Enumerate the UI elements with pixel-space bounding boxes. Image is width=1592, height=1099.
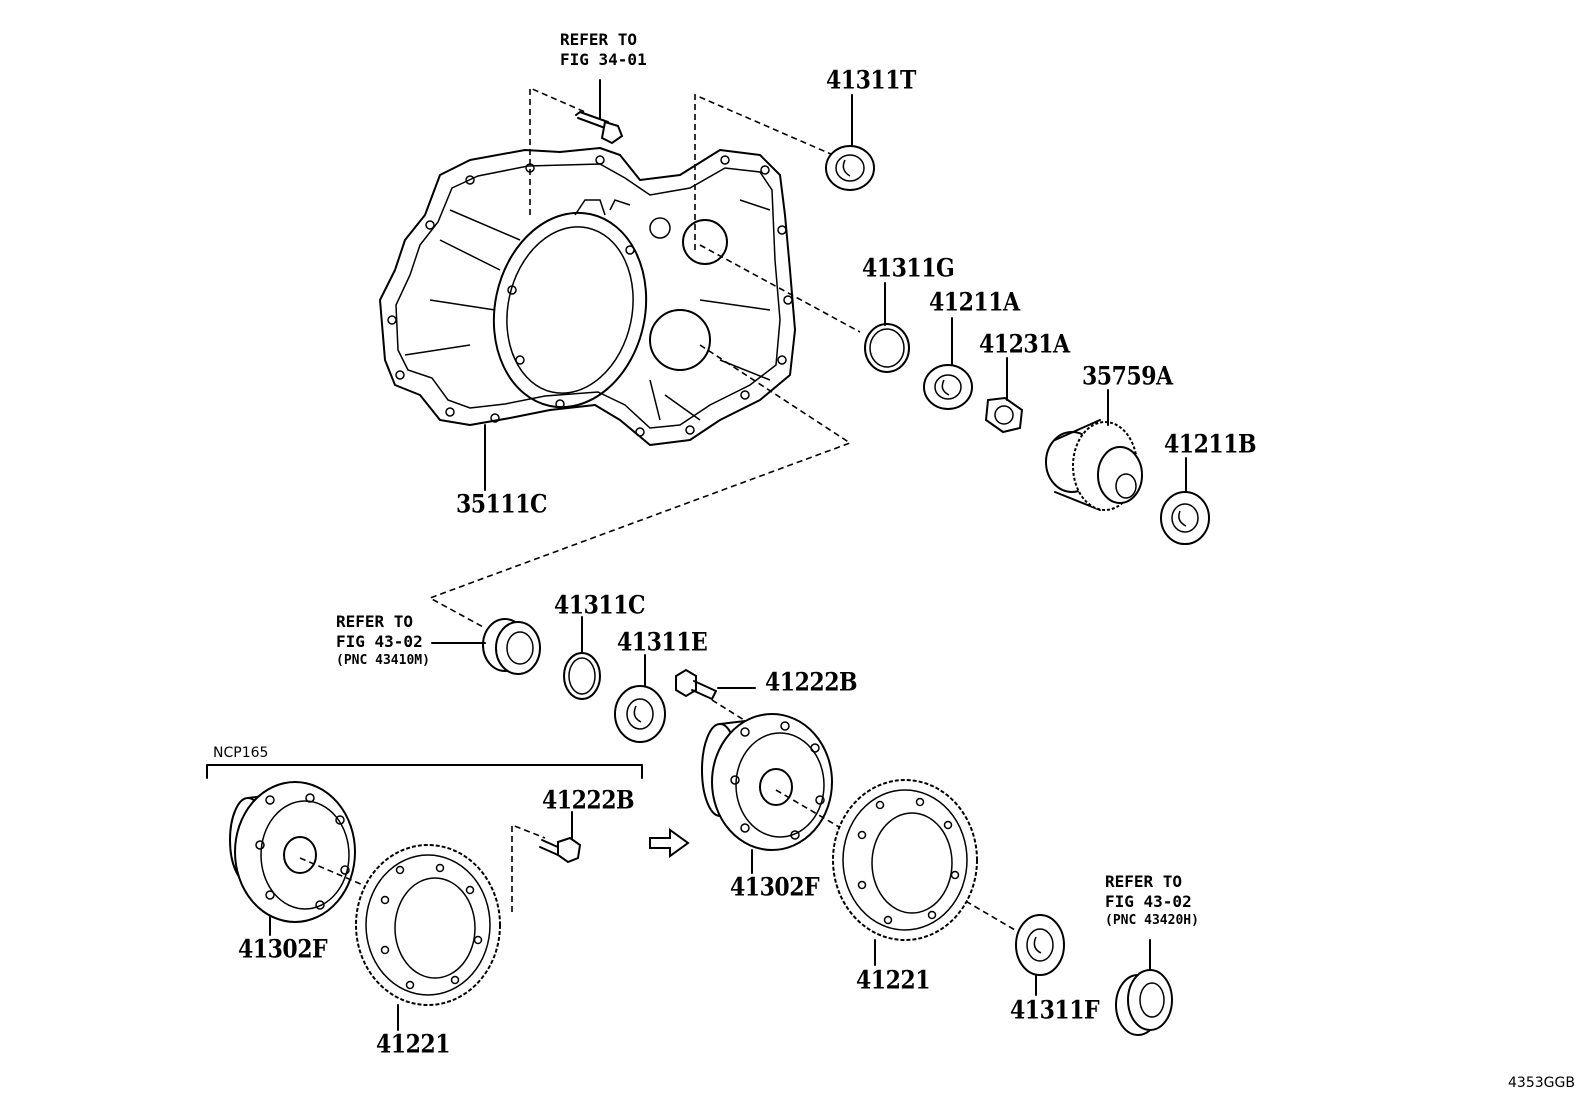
guide-upper xyxy=(694,93,841,250)
refer-fig-43-02-43420H[interactable]: REFER TO FIG 43-02 (PNC 43420H) xyxy=(1105,872,1199,928)
guide-diff xyxy=(428,344,852,629)
label-41221-left[interactable]: 41221 xyxy=(376,1029,451,1060)
label-35759A[interactable]: 35759A xyxy=(1082,361,1173,392)
guide-main-shaft xyxy=(699,244,861,333)
label-41231A[interactable]: 41231A xyxy=(979,329,1070,360)
label-41222B-right[interactable]: 41222B xyxy=(765,667,858,698)
nut-41231A xyxy=(984,357,1024,434)
transmission-case xyxy=(379,147,796,491)
bearing-41311E xyxy=(614,654,666,743)
refer-line-2: FIG 34-01 xyxy=(560,50,647,69)
diff-case-left xyxy=(229,781,371,936)
refer-pnc: (PNC 43410M) xyxy=(336,653,430,668)
bolt-41222B-right xyxy=(675,668,761,731)
gear-35759A xyxy=(1045,389,1143,511)
ring-gear-left xyxy=(355,844,501,1031)
bearing-41311T xyxy=(825,94,875,191)
diff-case-right xyxy=(701,713,1016,931)
refer-line-2: FIG 43-02 xyxy=(336,632,423,651)
ring-41311G xyxy=(864,282,910,373)
label-41222B-left[interactable]: 41222B xyxy=(542,785,635,816)
variant-label: NCP165 xyxy=(213,745,269,761)
label-41302F-left[interactable]: 41302F xyxy=(238,934,328,965)
arrow-icon xyxy=(649,828,690,858)
diagram-code: 4353GGB xyxy=(1508,1075,1575,1091)
label-41221-right[interactable]: 41221 xyxy=(856,965,931,996)
bolt-41222B-left xyxy=(511,811,582,912)
label-35111C[interactable]: 35111C xyxy=(456,489,548,520)
refer-line-2: FIG 43-02 xyxy=(1105,892,1192,911)
refer-line-1: REFER TO xyxy=(336,612,414,631)
seal-43420H xyxy=(1115,939,1173,1036)
bearing-41311F xyxy=(1015,914,1065,996)
label-41311E[interactable]: 41311E xyxy=(617,627,708,658)
ring-41311C xyxy=(563,616,601,700)
label-41311C[interactable]: 41311C xyxy=(554,590,646,621)
seal-43410M xyxy=(431,618,541,675)
label-41211B[interactable]: 41211B xyxy=(1164,429,1257,460)
refer-fig-43-02-43410M[interactable]: REFER TO FIG 43-02 (PNC 43410M) xyxy=(336,612,430,668)
refer-line-1: REFER TO xyxy=(1105,872,1183,891)
bearing-41211B xyxy=(1160,457,1210,545)
ncp165-bracket xyxy=(206,764,643,779)
refer-fig-34-01[interactable]: REFER TO FIG 34-01 xyxy=(560,32,647,68)
ring-gear-right xyxy=(832,779,978,966)
bearing-41211A xyxy=(923,317,973,410)
refer-line-1: REFER TO xyxy=(560,30,638,49)
label-41302F-right[interactable]: 41302F xyxy=(730,872,820,903)
label-41211A[interactable]: 41211A xyxy=(929,287,1020,318)
guide-bolt xyxy=(529,86,586,215)
label-41311T[interactable]: 41311T xyxy=(826,65,916,96)
label-41311F[interactable]: 41311F xyxy=(1010,995,1100,1026)
label-41311G[interactable]: 41311G xyxy=(862,253,955,284)
bolt-upper xyxy=(575,79,624,145)
refer-pnc: (PNC 43420H) xyxy=(1105,913,1199,928)
